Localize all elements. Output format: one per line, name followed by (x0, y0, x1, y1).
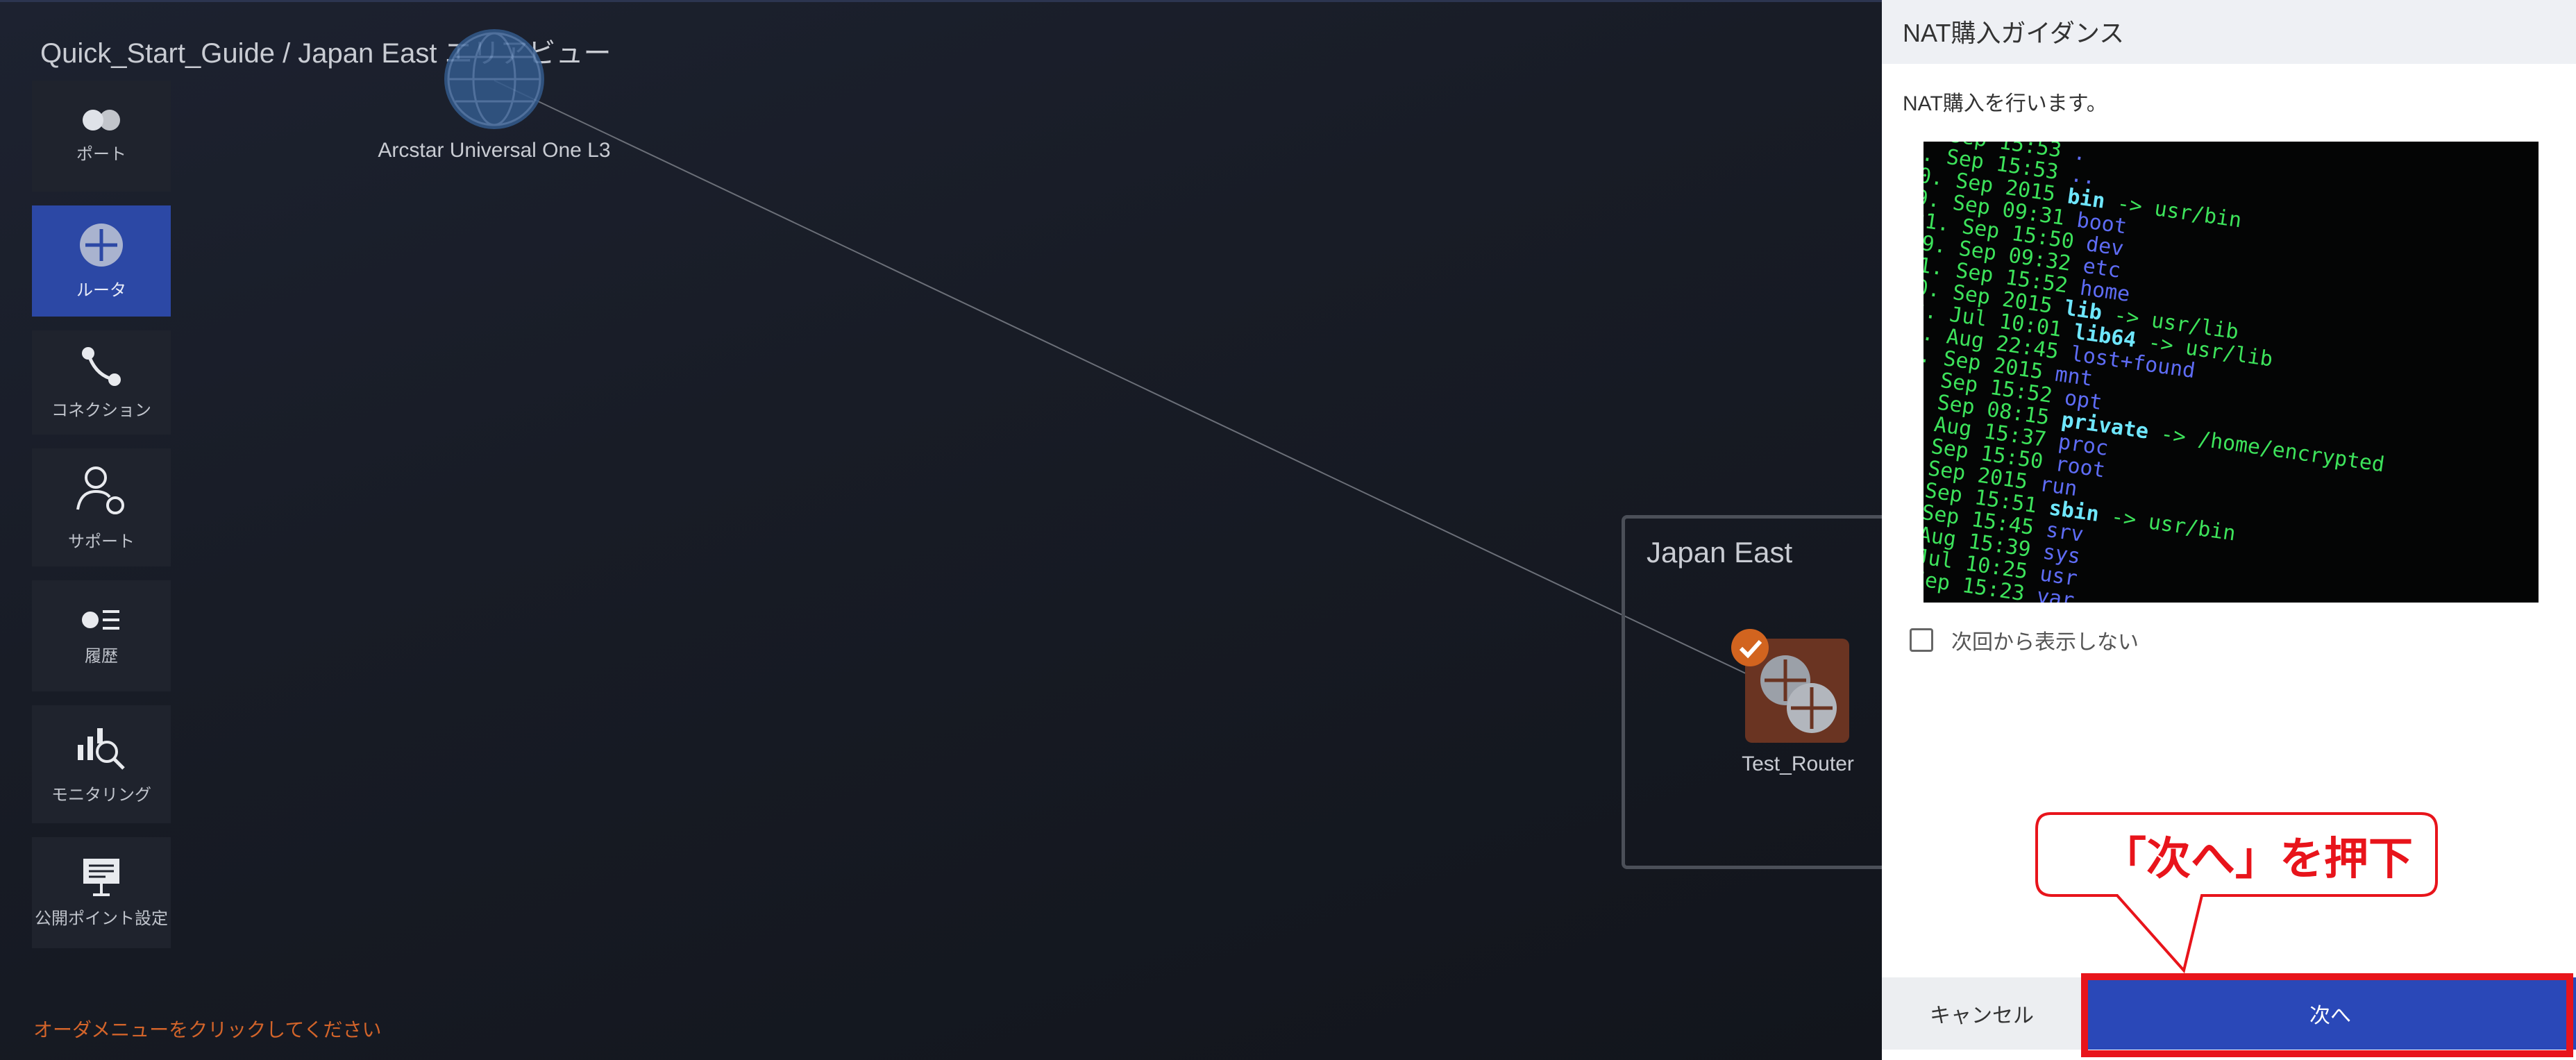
region-box (1622, 515, 1882, 869)
arcstar-node-label: Arcstar Universal One L3 (378, 139, 611, 162)
callout-bubble (2035, 812, 2438, 974)
sidebar-item-connection[interactable]: コネクション (32, 330, 171, 435)
arcstar-network-node[interactable] (444, 29, 544, 129)
sidebar-item-label: ルータ (76, 280, 126, 300)
panel-footer: キャンセル 次へ (1882, 977, 2576, 1060)
router-node-label: Test_Router (1742, 752, 1854, 775)
next-button[interactable]: 次へ (2085, 977, 2576, 1050)
globe-icon (447, 32, 541, 126)
support-icon (76, 466, 124, 514)
sidebar-item-label: コネクション (51, 401, 151, 420)
sidebar-item-label: 履歴 (85, 646, 118, 666)
sidebar-item-label: 公開ポイント設定 (35, 909, 168, 928)
panel-title: NAT購入ガイダンス (1882, 0, 2576, 64)
check-icon (1731, 629, 1769, 666)
connection-line (494, 80, 1764, 682)
checkbox-box[interactable] (1910, 628, 1933, 652)
dont-show-again-label: 次回から表示しない (1951, 631, 2139, 654)
port-icon (83, 109, 120, 131)
sidebar-item-public-point[interactable]: 公開ポイント設定 (32, 837, 171, 948)
sidebar-item-history[interactable]: 履歴 (32, 580, 171, 691)
order-hint: オーダメニューをクリックしてください (33, 1019, 382, 1041)
router-icon (80, 223, 123, 267)
sidebar-item-monitoring[interactable]: モニタリング (32, 705, 171, 823)
connection-icon (82, 346, 121, 386)
monitoring-icon (78, 727, 125, 770)
router-node-icon (1760, 655, 1837, 733)
canvas-area[interactable]: Quick_Start_Guide / Japan East エリアビュー ポー… (0, 0, 1882, 1060)
dont-show-again-checkbox[interactable]: 次回から表示しない (1910, 625, 2139, 655)
terminal-image: Sep 15:53 . . Sep 15:53 .. 0. Sep 2015 b… (1923, 142, 2539, 603)
history-icon (82, 609, 119, 630)
sidebar-item-label: サポート (68, 532, 135, 551)
panel-description: NAT購入を行います。 (1903, 92, 2107, 115)
sidebar-item-port[interactable]: ポート (32, 81, 171, 192)
sidebar-item-support[interactable]: サポート (32, 448, 171, 566)
sidebar-item-router[interactable]: ルータ (32, 205, 171, 317)
cancel-button[interactable]: キャンセル (1882, 977, 2082, 1050)
next-button-highlight (2081, 973, 2573, 1057)
sidebar-item-label: ポート (76, 144, 126, 164)
sidebar-item-label: モニタリング (51, 785, 151, 805)
top-accent-bar (0, 0, 2576, 2)
callout-text: 「次へ」を押下 (2102, 834, 2413, 885)
region-title: Japan East (1647, 536, 1793, 569)
signboard-icon (83, 858, 119, 896)
